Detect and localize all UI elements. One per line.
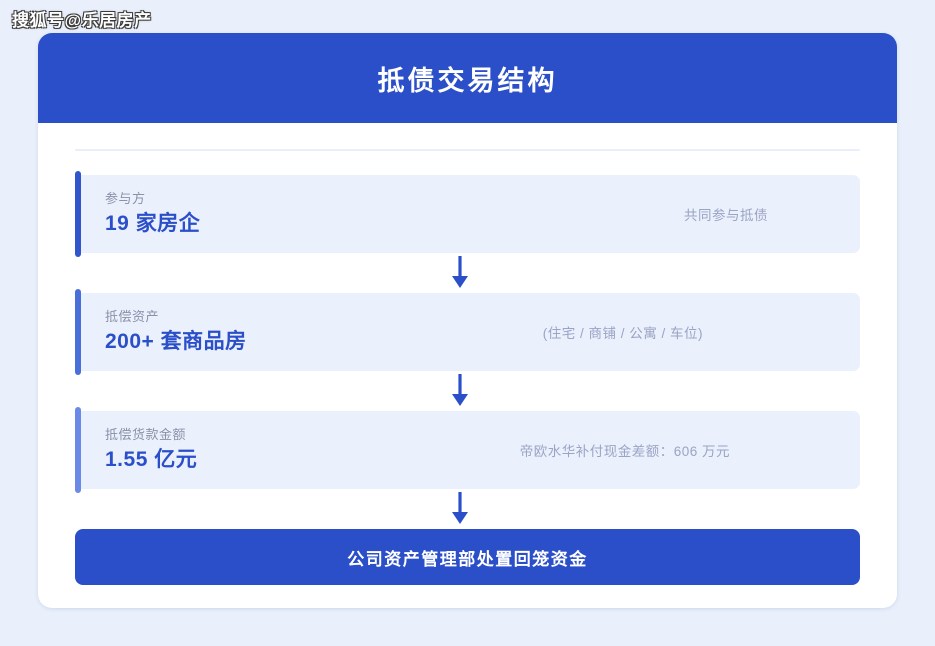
step-note: (住宅 / 商铺 / 公寓 / 车位)	[542, 326, 703, 341]
step-value: 1.55 亿元	[105, 447, 198, 471]
arrow-down-icon-2	[67, 371, 852, 411]
step-text-block: 抵偿资产 200+ 套商品房	[105, 307, 247, 357]
arrow-down-icon-3	[67, 489, 852, 529]
card-header: 抵债交易结构	[38, 33, 897, 123]
step-note: 共同参与抵债	[684, 208, 768, 223]
arrow-down-icon-1	[67, 253, 852, 293]
step-value: 200+ 套商品房	[105, 329, 247, 353]
infographic-card: 抵债交易结构 参与方 19 家房企 共同参与抵债	[38, 33, 897, 608]
watermark-text: 搜狐号@乐居房产	[12, 11, 152, 30]
step-note: 帝欧水华补付现金差额：606 万元	[519, 444, 730, 459]
card-body: 参与方 19 家房企 共同参与抵债 抵偿资产 200+ 套商品房 (	[38, 149, 897, 585]
step-accent-bar	[75, 407, 81, 493]
flow-step-amount: 抵偿货款金额 1.55 亿元 帝欧水华补付现金差额：606 万元	[75, 407, 860, 493]
step-text-block: 抵偿货款金额 1.55 亿元	[105, 425, 197, 475]
flow-diagram: 参与方 19 家房企 共同参与抵债 抵偿资产 200+ 套商品房 (	[75, 171, 860, 585]
flow-outcome-text: 公司资产管理部处置回笼资金	[347, 549, 588, 569]
flow-step-assets: 抵偿资产 200+ 套商品房 (住宅 / 商铺 / 公寓 / 车位)	[75, 289, 860, 375]
flow-outcome-bar: 公司资产管理部处置回笼资金	[75, 529, 860, 585]
page-title: 抵债交易结构	[377, 65, 558, 96]
step-accent-bar	[75, 171, 81, 257]
step-accent-bar	[75, 289, 81, 375]
flow-step-participants: 参与方 19 家房企 共同参与抵债	[75, 171, 860, 257]
step-label: 抵偿货款金额	[105, 427, 187, 443]
step-label: 抵偿资产	[105, 309, 160, 325]
step-label: 参与方	[105, 191, 146, 207]
step-value: 19 家房企	[105, 211, 201, 235]
header-divider	[75, 149, 860, 151]
step-text-block: 参与方 19 家房企	[105, 189, 200, 239]
